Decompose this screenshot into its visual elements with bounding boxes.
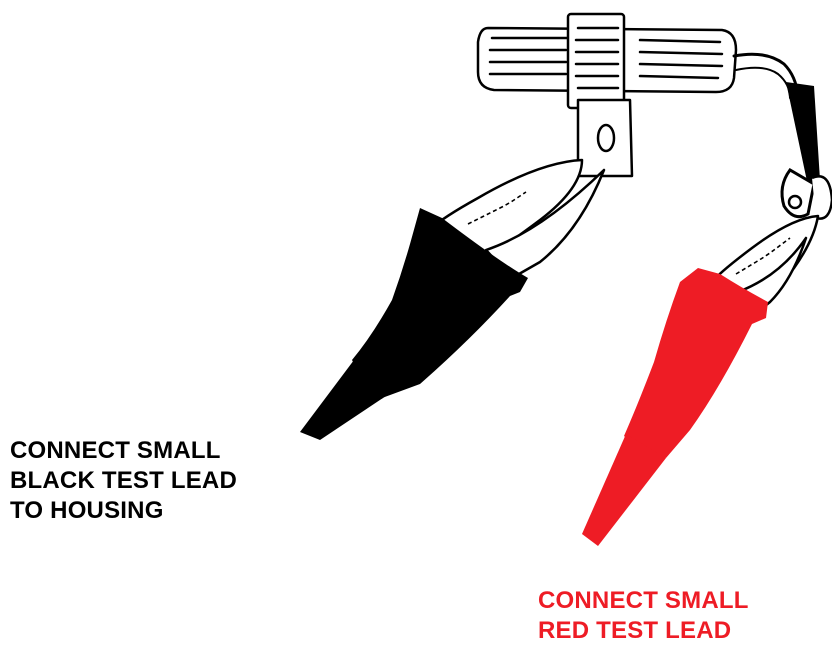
red-lead-instruction-line: CONNECT SMALL	[538, 586, 749, 616]
cylindrical-housing-icon	[478, 14, 798, 176]
black-lead-instruction: CONNECT SMALL BLACK TEST LEAD TO HOUSING	[10, 436, 237, 526]
black-lead-instruction-line: CONNECT SMALL	[10, 436, 237, 466]
black-alligator-clip-icon	[300, 160, 604, 440]
red-alligator-clip-icon	[582, 216, 818, 546]
ring-terminal-wire	[782, 82, 832, 219]
red-lead-instruction: CONNECT SMALL RED TEST LEAD	[538, 586, 749, 646]
red-lead-instruction-line: RED TEST LEAD	[538, 616, 749, 646]
black-lead-instruction-line: TO HOUSING	[10, 496, 237, 526]
black-lead-instruction-line: BLACK TEST LEAD	[10, 466, 237, 496]
